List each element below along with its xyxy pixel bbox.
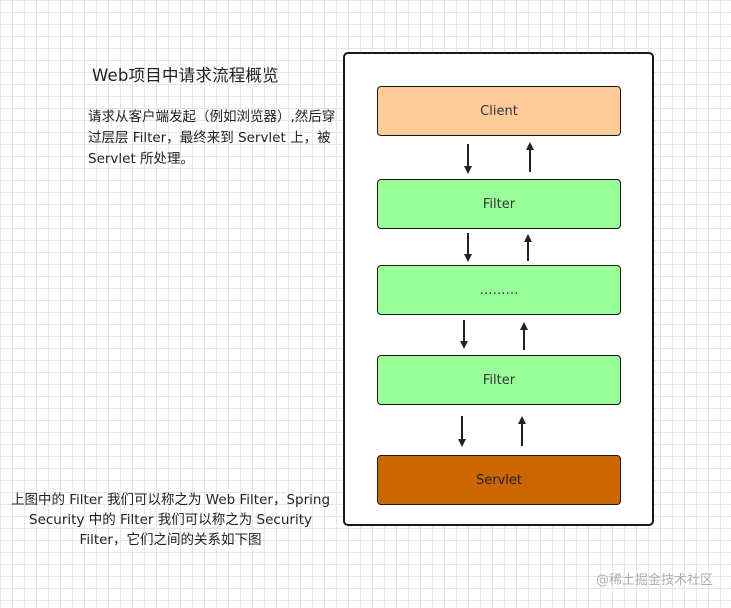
filter-bottom-label: Filter (482, 372, 516, 388)
servlet-label: Servlet (476, 472, 522, 488)
description-text: 请求从客户端发起（例如浏览器）,然后穿过层层 Filter，最终来到 Servl… (88, 109, 336, 167)
filter-box-bottom: Filter (377, 355, 621, 405)
filter-top-label: Filter (482, 196, 516, 212)
client-box: Client (377, 86, 621, 136)
filter-box-top: Filter (377, 179, 621, 229)
client-label: Client (480, 103, 518, 119)
servlet-box: Servlet (377, 455, 621, 505)
ellipsis-box: ……… (377, 265, 621, 315)
page-title: Web项目中请求流程概览 (92, 66, 279, 85)
note-text: 上图中的 Filter 我们可以称之为 Web Filter，Spring Se… (10, 492, 331, 548)
ellipsis-label: ……… (479, 282, 519, 298)
watermark: @稀土掘金技术社区 (595, 573, 713, 588)
